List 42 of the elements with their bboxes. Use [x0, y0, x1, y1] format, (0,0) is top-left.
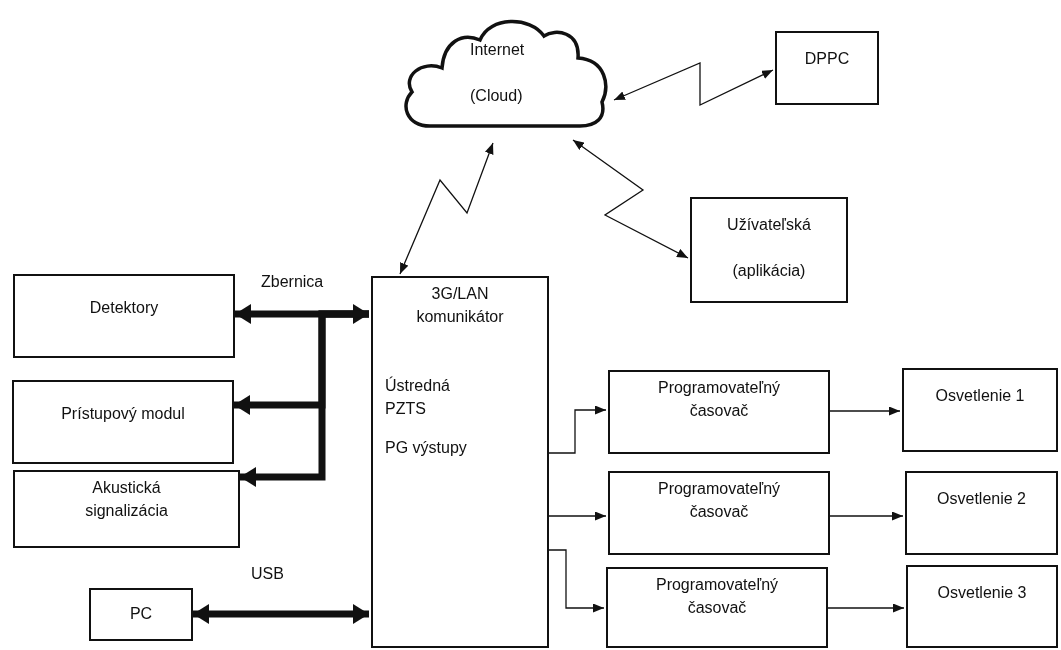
node-label: Akustická signalizácia — [84, 478, 169, 522]
arrow — [572, 139, 689, 259]
arrow — [548, 549, 605, 613]
node-label: Prístupový modul — [60, 404, 186, 424]
node-label: (aplikácia) — [731, 261, 807, 281]
node-label: Ústredná PZTS — [385, 375, 451, 420]
block-box — [690, 197, 848, 303]
block-box — [13, 274, 235, 358]
node-label: Programovateľný časovač — [656, 479, 782, 523]
arrow — [548, 511, 607, 521]
node-label: Programovateľný časovač — [656, 378, 782, 422]
block-box — [13, 470, 240, 548]
node-label: DPPC — [803, 49, 851, 69]
block-box — [906, 565, 1058, 648]
block-box — [608, 370, 830, 454]
block-box — [89, 588, 193, 641]
node-label: Internet — [470, 40, 525, 60]
block-box — [905, 471, 1058, 555]
block-box — [902, 368, 1058, 452]
arrow — [613, 62, 774, 107]
block-box — [775, 31, 879, 105]
block-box — [371, 276, 549, 648]
node-label: PC — [128, 604, 154, 624]
node-label: 3G/LAN komunikátor — [415, 284, 505, 328]
node-label: Užívateľská — [726, 215, 812, 235]
node-label: Programovateľný časovač — [654, 575, 780, 619]
block-box — [606, 567, 828, 648]
block-box — [608, 471, 830, 555]
node-label: Detektory — [88, 298, 160, 318]
node-label: PG výstupy — [385, 438, 467, 458]
arrow — [829, 406, 901, 416]
arrow — [829, 511, 904, 521]
bus-arrow — [193, 604, 369, 624]
node-label: Osvetlenie 3 — [936, 583, 1028, 603]
arrow — [548, 405, 607, 454]
node-label: Osvetlenie 1 — [934, 386, 1026, 406]
node-label: Osvetlenie 2 — [936, 489, 1027, 509]
block-box — [12, 380, 234, 464]
arrow — [399, 142, 494, 275]
arrow — [827, 603, 905, 613]
node-label: (Cloud) — [470, 86, 523, 106]
bus-arrow — [240, 310, 369, 487]
